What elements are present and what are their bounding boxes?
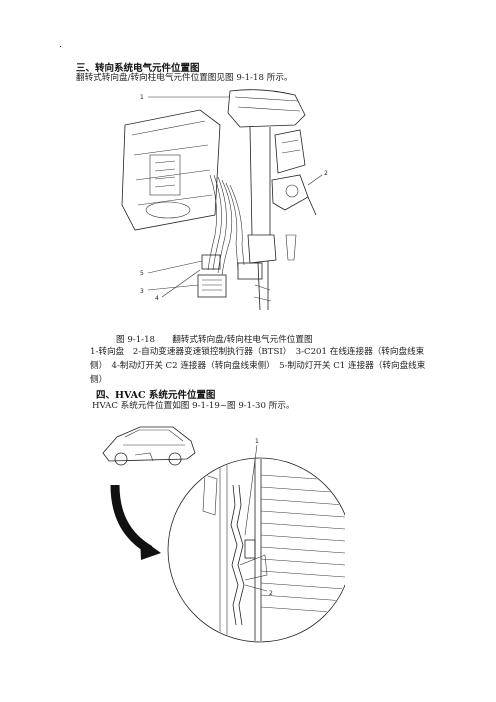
callout-1: 1: [140, 94, 144, 101]
hvac-callout-1: 1: [255, 438, 259, 445]
section-4-intro: HVAC 系统元件位置如图 9-1-19~图 9-1-30 所示。: [92, 401, 295, 411]
section-3-heading: 三、转向系统电气元件位置图: [76, 63, 200, 74]
hvac-component-diagram: 1 2: [102, 426, 345, 643]
figure-1-legend-line-2: 侧） 4-制动灯开关 C2 连接器（转向盘线束侧） 5-制动灯开关 C1 连接器…: [90, 361, 426, 371]
page-marker: .: [59, 40, 62, 50]
section-3-intro: 翻转式转向盘/转向柱电气元件位置图见图 9-1-18 所示。: [76, 73, 293, 83]
figure-1-caption: 图 9-1-18 翻转式转向盘/转向柱电气元件位置图: [116, 335, 313, 345]
callout-3: 3: [140, 288, 144, 295]
callout-5: 5: [140, 270, 144, 277]
steering-column-diagram: 1 2 3 4 5: [121, 89, 328, 311]
figure-1-legend-line-3: 侧）: [90, 375, 108, 385]
hvac-callout-2: 2: [269, 590, 273, 597]
section-4-heading: 四、HVAC 系统元件位置图: [96, 390, 216, 401]
callout-2: 2: [324, 170, 328, 177]
figure-1-legend-line-1: 1-转向盘 2-自动变速器变速锁控制执行器（BTSI） 3-C201 在线连接器…: [90, 347, 425, 357]
callout-4: 4: [155, 295, 159, 302]
